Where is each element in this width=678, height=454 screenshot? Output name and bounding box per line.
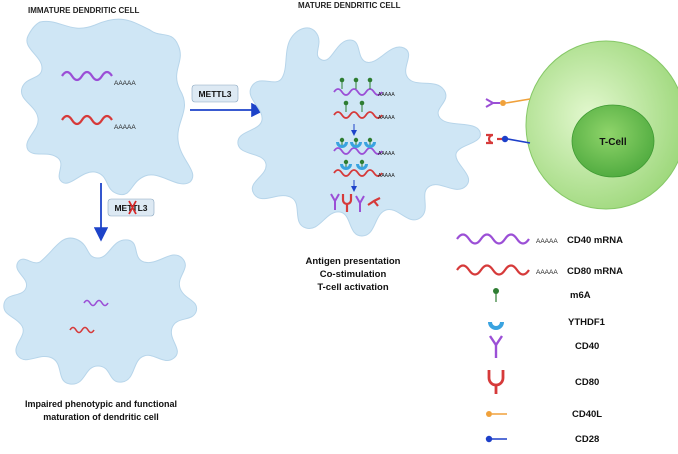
mettl3-box-mature: [191, 84, 239, 103]
legend-label-cd40-mrna: CD40 mRNA: [567, 235, 623, 246]
m6a-icon: [493, 288, 499, 302]
ythdf1-bound-row2: [340, 159, 368, 170]
t-cell-label: T-Cell: [599, 137, 626, 148]
ythdf1-icon: [488, 322, 504, 330]
legend-cd80-mrna-polya: AAAAA: [536, 269, 558, 276]
outcome-line2: Co-stimulation: [320, 269, 387, 280]
mature-dendritic-cell: [237, 27, 481, 237]
cd40l-icon: [486, 411, 507, 417]
impaired-cd80-mrna: [69, 326, 95, 334]
impaired-caption-line2: maturation of dendritic cell: [43, 412, 159, 422]
cd80-cd28-synapse: [486, 133, 531, 145]
t-cell-nucleus: [571, 104, 655, 178]
cd40-mrna-icon: [456, 233, 530, 245]
legend-label-cd80: CD80: [575, 377, 599, 388]
mature-cell-title: MATURE DENDRITIC CELL: [298, 1, 401, 10]
mature-cd40-polya-2: AAAAA: [378, 151, 395, 157]
mature-cd40-mrna-ythdf1: [333, 147, 383, 155]
immature-dendritic-cell: [20, 18, 194, 196]
outcome-line3: T-cell activation: [317, 282, 388, 293]
legend-label-cd28: CD28: [575, 434, 599, 445]
immature-cd80-mrna: [61, 114, 113, 126]
mettl3-box-knockdown: [107, 198, 155, 217]
legend-label-m6a: m6A: [570, 290, 591, 301]
impaired-cd40-mrna: [83, 299, 109, 307]
immature-cd40-mrna: [61, 70, 113, 82]
outcome-line1: Antigen presentation: [305, 256, 400, 267]
mature-cd80-mrna-ythdf1: [333, 169, 383, 177]
mature-cd40-polya-1: AAAAA: [378, 92, 395, 98]
legend: AAAAA CD40 mRNA AAAAA CD80 mRNA m6A YTHD…: [456, 233, 623, 445]
immature-cell-title: IMMATURE DENDRITIC CELL: [28, 6, 140, 15]
cd80-mrna-icon: [456, 264, 530, 276]
cd28-icon: [485, 435, 507, 443]
m6a-marks-row2: [343, 100, 365, 112]
mettl3-knockout-cross-icon: [128, 200, 137, 215]
cd40-receptor-icon: [489, 335, 503, 358]
translated-receptors: [330, 193, 381, 212]
mature-cd80-polya-2: AAAAA: [378, 173, 395, 179]
legend-label-cd80-mrna: CD80 mRNA: [567, 266, 623, 277]
immature-cd40-polya: AAAAA: [114, 80, 136, 87]
cd80-receptor-icon: [487, 370, 505, 394]
ythdf1-bound-row1: [336, 137, 376, 148]
legend-label-cd40l: CD40L: [572, 409, 602, 420]
cd40-cd40l-synapse: [485, 98, 531, 108]
mettl3-label-mature: METTL3: [198, 89, 231, 99]
legend-cd40-mrna-polya: AAAAA: [536, 238, 558, 245]
mettl3-label-knockdown: METTL3: [114, 203, 147, 213]
immature-cd80-polya: AAAAA: [114, 124, 136, 131]
impaired-dendritic-cell: [3, 237, 198, 385]
mature-cd80-polya-1: AAAAA: [378, 115, 395, 121]
mature-cd40-mrna-m6a: [333, 88, 383, 96]
legend-label-cd40: CD40: [575, 341, 599, 352]
m6a-marks-row1: [339, 77, 373, 89]
impaired-caption-line1: Impaired phenotypic and functional: [25, 399, 177, 409]
mature-cd80-mrna-m6a: [333, 111, 383, 119]
legend-label-ythdf1: YTHDF1: [568, 317, 606, 328]
